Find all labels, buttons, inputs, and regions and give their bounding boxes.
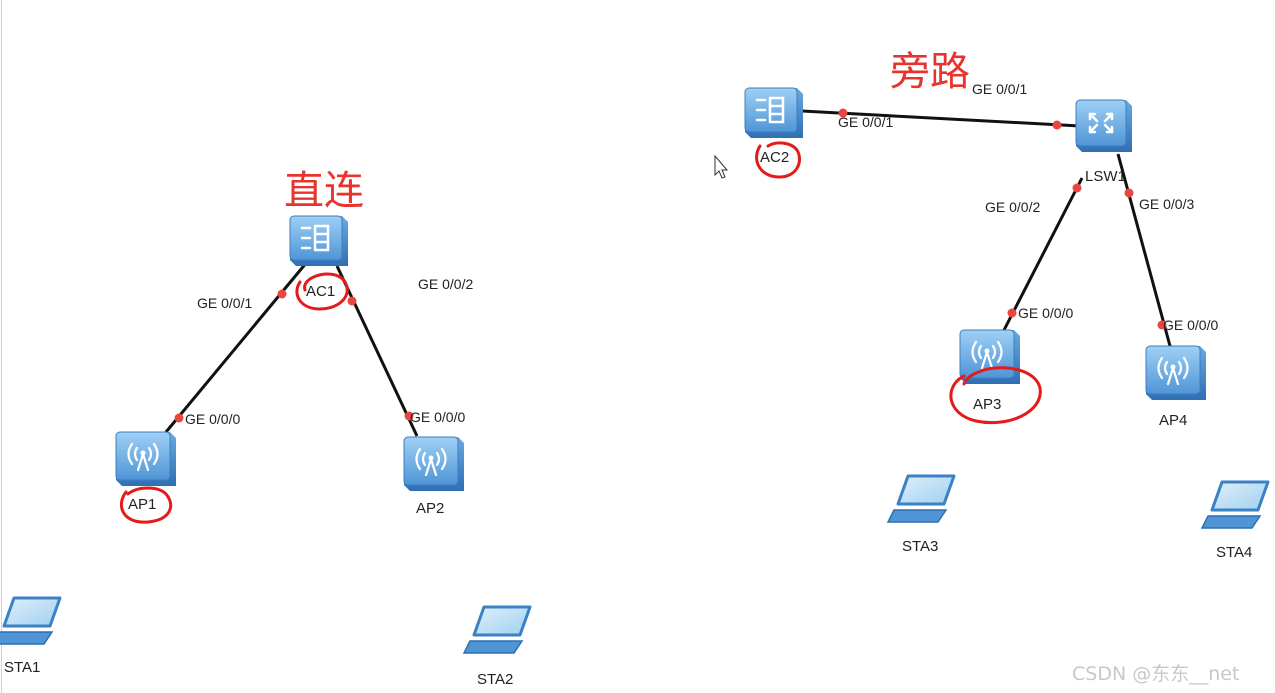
- sta3-device[interactable]: [886, 474, 956, 523]
- link-lsw1-ap4[interactable]: [1116, 153, 1172, 347]
- annotation-bypass: 旁路: [890, 49, 970, 95]
- watermark: CSDN @东东__net: [1072, 663, 1239, 685]
- port-label-ac1-right: GE 0/0/2: [418, 276, 473, 292]
- annotation-direct: 直连: [284, 168, 364, 214]
- ap3-device[interactable]: [959, 329, 1020, 384]
- port-dot: [404, 411, 414, 421]
- device-label-ap1: AP1: [128, 496, 156, 513]
- port-dot: [1072, 183, 1082, 193]
- link-ac2-lsw1[interactable]: [801, 109, 1081, 128]
- port-label-ap3: GE 0/0/0: [1018, 305, 1073, 321]
- highlight-ac1: [295, 272, 349, 311]
- device-label-ap4: AP4: [1159, 412, 1187, 429]
- port-dot: [1124, 188, 1134, 198]
- port-dot: [838, 108, 848, 118]
- link-lsw1-ap3[interactable]: [1000, 177, 1084, 335]
- mouse-cursor-icon: [714, 154, 729, 179]
- sta1-device[interactable]: [0, 596, 62, 645]
- highlight-ap1: [120, 486, 172, 524]
- laptop-icon: [462, 605, 532, 654]
- port-dot: [1007, 308, 1017, 318]
- ac2-device[interactable]: [744, 87, 803, 138]
- ap1-device[interactable]: [115, 431, 176, 486]
- port-label-ap2: GE 0/0/0: [410, 409, 465, 425]
- device-label-ac1: AC1: [306, 283, 335, 300]
- port-label-lsw1-top: GE 0/0/1: [972, 81, 1027, 97]
- ac1-device[interactable]: [289, 215, 348, 266]
- laptop-icon: [1200, 480, 1270, 529]
- port-label-ac1-left: GE 0/0/1: [197, 295, 252, 311]
- sta2-device[interactable]: [462, 605, 532, 654]
- port-label-lsw1-left: GE 0/0/2: [985, 199, 1040, 215]
- port-dot: [277, 289, 287, 299]
- link-ac1-ap2[interactable]: [335, 265, 419, 437]
- device-label-ap3: AP3: [973, 396, 1001, 413]
- ap4-device[interactable]: [1145, 345, 1206, 400]
- ap2-device[interactable]: [403, 436, 464, 491]
- device-label-ap2: AP2: [416, 500, 444, 517]
- highlight-ac2: [755, 141, 802, 179]
- port-dot: [174, 413, 184, 423]
- lsw1-device[interactable]: [1075, 99, 1132, 152]
- device-label-sta3: STA3: [902, 538, 938, 555]
- sta4-device[interactable]: [1200, 480, 1270, 529]
- device-label-sta2: STA2: [477, 671, 513, 688]
- port-dot: [347, 296, 357, 306]
- port-label-ap4: GE 0/0/0: [1163, 317, 1218, 333]
- laptop-icon: [886, 474, 956, 523]
- port-dot: [1052, 120, 1062, 130]
- device-label-lsw1: LSW1: [1085, 168, 1126, 185]
- port-label-lsw1-right: GE 0/0/3: [1139, 196, 1194, 212]
- laptop-icon: [0, 596, 62, 645]
- port-label-ac2: GE 0/0/1: [838, 114, 893, 130]
- port-label-ap1: GE 0/0/0: [185, 411, 240, 427]
- port-dot: [1157, 320, 1167, 330]
- device-label-sta1: STA1: [4, 659, 40, 676]
- device-label-ac2: AC2: [760, 149, 789, 166]
- highlight-ap3: [949, 366, 1042, 425]
- device-label-sta4: STA4: [1216, 544, 1252, 561]
- link-ac1-ap1[interactable]: [164, 261, 309, 433]
